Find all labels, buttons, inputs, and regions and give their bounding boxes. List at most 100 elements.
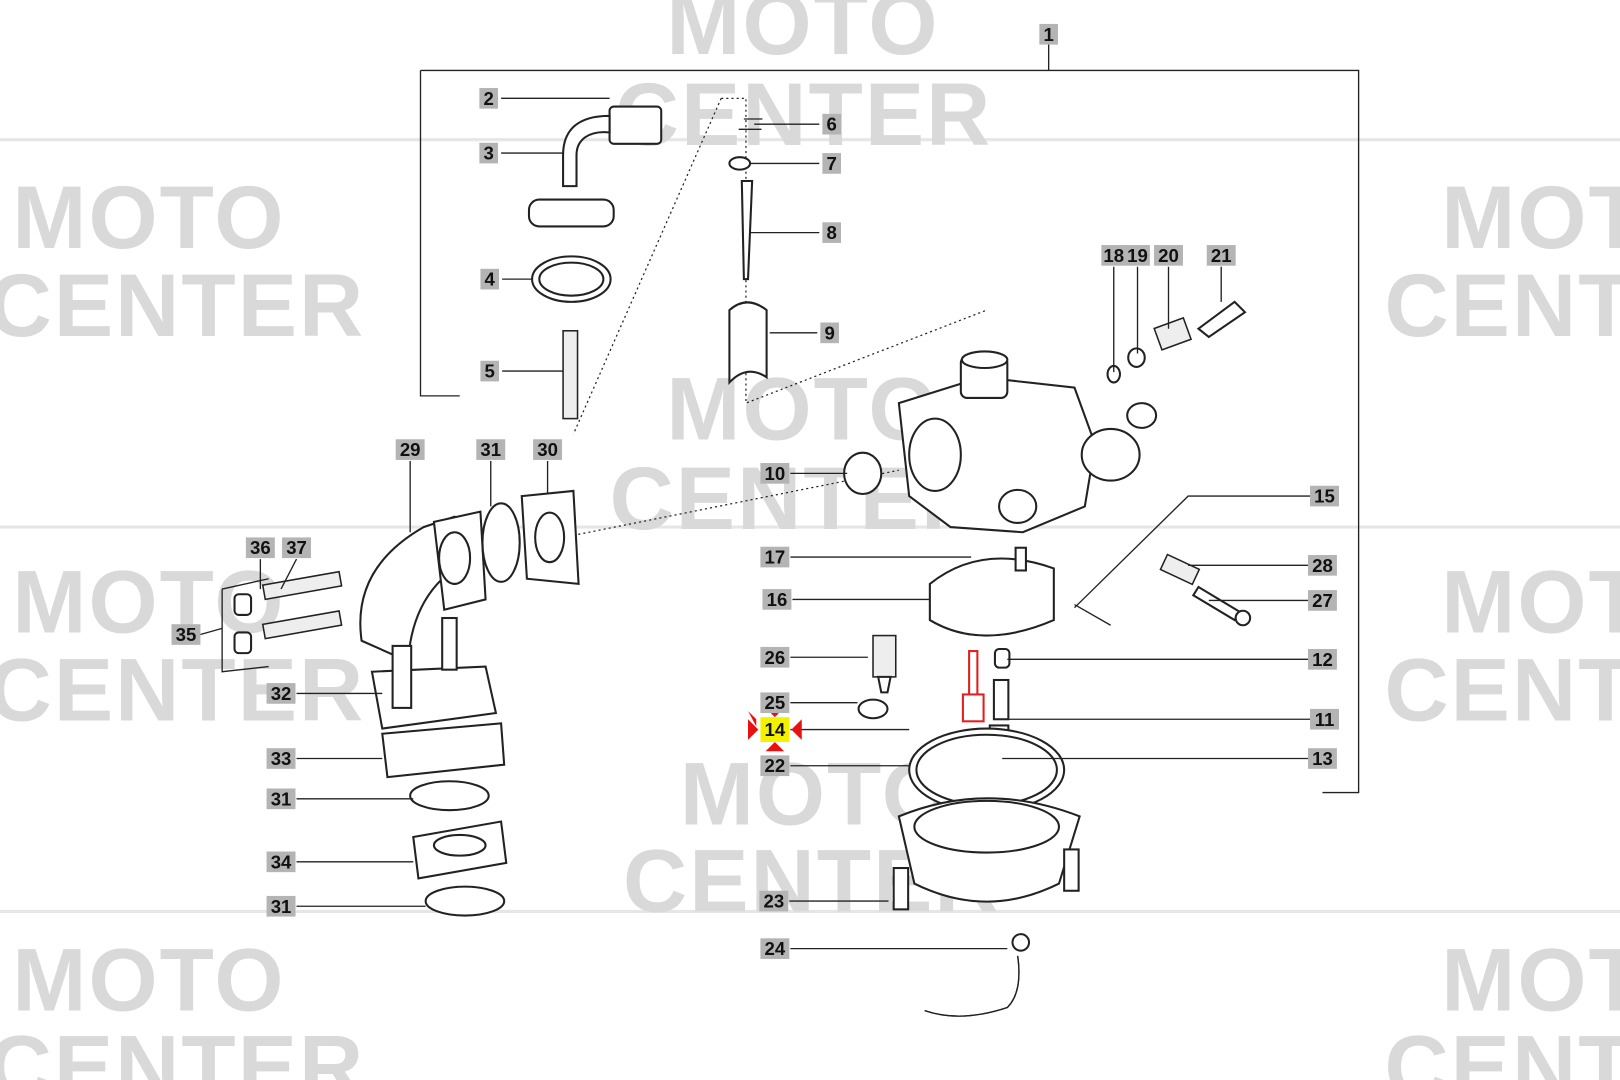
callout-27[interactable]: 27 (1307, 590, 1337, 611)
svg-text:29: 29 (400, 439, 421, 460)
callout-9[interactable]: 9 (820, 322, 839, 343)
watermark-text: MOTO (666, 359, 939, 458)
callout-35[interactable]: 35 (171, 624, 201, 645)
callout-21[interactable]: 21 (1206, 245, 1236, 266)
svg-text:3: 3 (484, 143, 494, 164)
callout-5[interactable]: 5 (480, 361, 500, 382)
svg-text:4: 4 (485, 269, 496, 290)
svg-text:2: 2 (484, 88, 494, 109)
float-16 (928, 557, 1055, 637)
callout-7[interactable]: 7 (822, 153, 841, 174)
svg-text:17: 17 (765, 547, 786, 568)
svg-text:1: 1 (1043, 24, 1053, 45)
callout-17[interactable]: 17 (760, 547, 790, 568)
svg-text:25: 25 (765, 692, 786, 713)
svg-text:31: 31 (480, 439, 501, 460)
watermark-text: MOTO (666, 0, 939, 73)
callout-36[interactable]: 36 (245, 537, 275, 558)
watermark-text: MOTO (1441, 552, 1620, 651)
fuel-filter (608, 105, 663, 145)
svg-text:35: 35 (176, 624, 197, 645)
watermark-text: CENTER (1384, 1017, 1620, 1080)
callout-labels: 1 2 3 4 5 6 7 8 9 10 11 12 13 14 15 16 1… (171, 24, 1339, 959)
svg-text:30: 30 (537, 439, 558, 460)
svg-text:16: 16 (767, 589, 788, 610)
svg-text:32: 32 (271, 683, 292, 704)
o-ring-10 (843, 451, 883, 496)
svg-text:33: 33 (271, 748, 292, 769)
needle-8 (740, 179, 754, 281)
carburetor-body (897, 376, 1097, 534)
callout-6[interactable]: 6 (822, 114, 841, 135)
watermark-text: MOTO (1441, 168, 1620, 267)
svg-text:5: 5 (485, 361, 495, 382)
svg-text:11: 11 (1315, 709, 1335, 730)
svg-text:28: 28 (1312, 555, 1333, 576)
callout-23[interactable]: 23 (759, 891, 789, 912)
watermark-text: MOTO (12, 931, 285, 1030)
svg-text:31: 31 (271, 896, 292, 917)
watermark-text: CENTER (0, 256, 365, 355)
watermark-text: MOTO (1441, 931, 1620, 1030)
callout-16[interactable]: 16 (762, 589, 792, 610)
svg-text:24: 24 (765, 938, 786, 959)
callout-3[interactable]: 3 (479, 143, 498, 164)
svg-text:23: 23 (764, 891, 785, 912)
callout-1[interactable]: 1 (1039, 24, 1058, 45)
svg-text:36: 36 (250, 537, 271, 558)
elbow-pipe (562, 114, 611, 188)
svg-text:8: 8 (827, 222, 837, 243)
gasket-33 (381, 722, 506, 779)
callout-12[interactable]: 12 (1307, 649, 1337, 670)
callout-34[interactable]: 34 (266, 851, 296, 872)
watermark-text: CENTER (0, 1017, 365, 1080)
callout-19[interactable]: 19 (1125, 245, 1150, 266)
callout-15[interactable]: 15 (1310, 486, 1339, 507)
callout-20[interactable]: 20 (1154, 245, 1183, 266)
watermark-text: CENTER (1384, 640, 1620, 739)
svg-text:13: 13 (1312, 748, 1333, 769)
callout-26[interactable]: 26 (760, 647, 790, 668)
callout-18[interactable]: 18 (1101, 245, 1127, 266)
svg-text:31: 31 (271, 788, 292, 809)
callout-31[interactable]: 31 (266, 896, 296, 917)
callout-8[interactable]: 8 (822, 222, 841, 243)
callout-24[interactable]: 24 (760, 938, 790, 959)
slide-9 (728, 301, 768, 386)
callout-32[interactable]: 32 (266, 683, 296, 704)
svg-text:15: 15 (1314, 486, 1335, 507)
callout-37[interactable]: 37 (282, 537, 311, 558)
callout-10[interactable]: 10 (760, 463, 790, 484)
svg-text:34: 34 (271, 851, 292, 872)
watermark-text: CENTER (1384, 256, 1620, 355)
svg-text:14: 14 (765, 719, 786, 740)
callout-13[interactable]: 13 (1307, 748, 1337, 769)
callout-25[interactable]: 25 (760, 692, 790, 713)
callout-22[interactable]: 22 (760, 755, 790, 776)
callout-4[interactable]: 4 (480, 269, 500, 290)
svg-text:37: 37 (286, 537, 307, 558)
svg-text:18: 18 (1103, 245, 1124, 266)
svg-text:7: 7 (827, 153, 837, 174)
svg-text:27: 27 (1312, 590, 1333, 611)
callout-31[interactable]: 31 (266, 788, 296, 809)
clip-7 (728, 156, 752, 171)
callout-33[interactable]: 33 (266, 748, 296, 769)
callout-30[interactable]: 30 (533, 439, 563, 460)
leader-lines (200, 97, 1311, 950)
callout-28[interactable]: 28 (1307, 555, 1337, 576)
svg-text:10: 10 (765, 463, 786, 484)
cap-nut (527, 198, 615, 228)
callout-11[interactable]: 11 (1310, 709, 1339, 730)
callout-29[interactable]: 29 (395, 439, 425, 460)
callout-31[interactable]: 31 (476, 439, 506, 460)
callout-2[interactable]: 2 (479, 88, 498, 109)
svg-text:9: 9 (824, 322, 834, 343)
svg-text:19: 19 (1127, 245, 1148, 266)
svg-text:22: 22 (765, 755, 786, 776)
spring-5 (562, 330, 579, 420)
main-jet-14 (968, 650, 979, 699)
watermark-text: CENTER (0, 640, 365, 739)
